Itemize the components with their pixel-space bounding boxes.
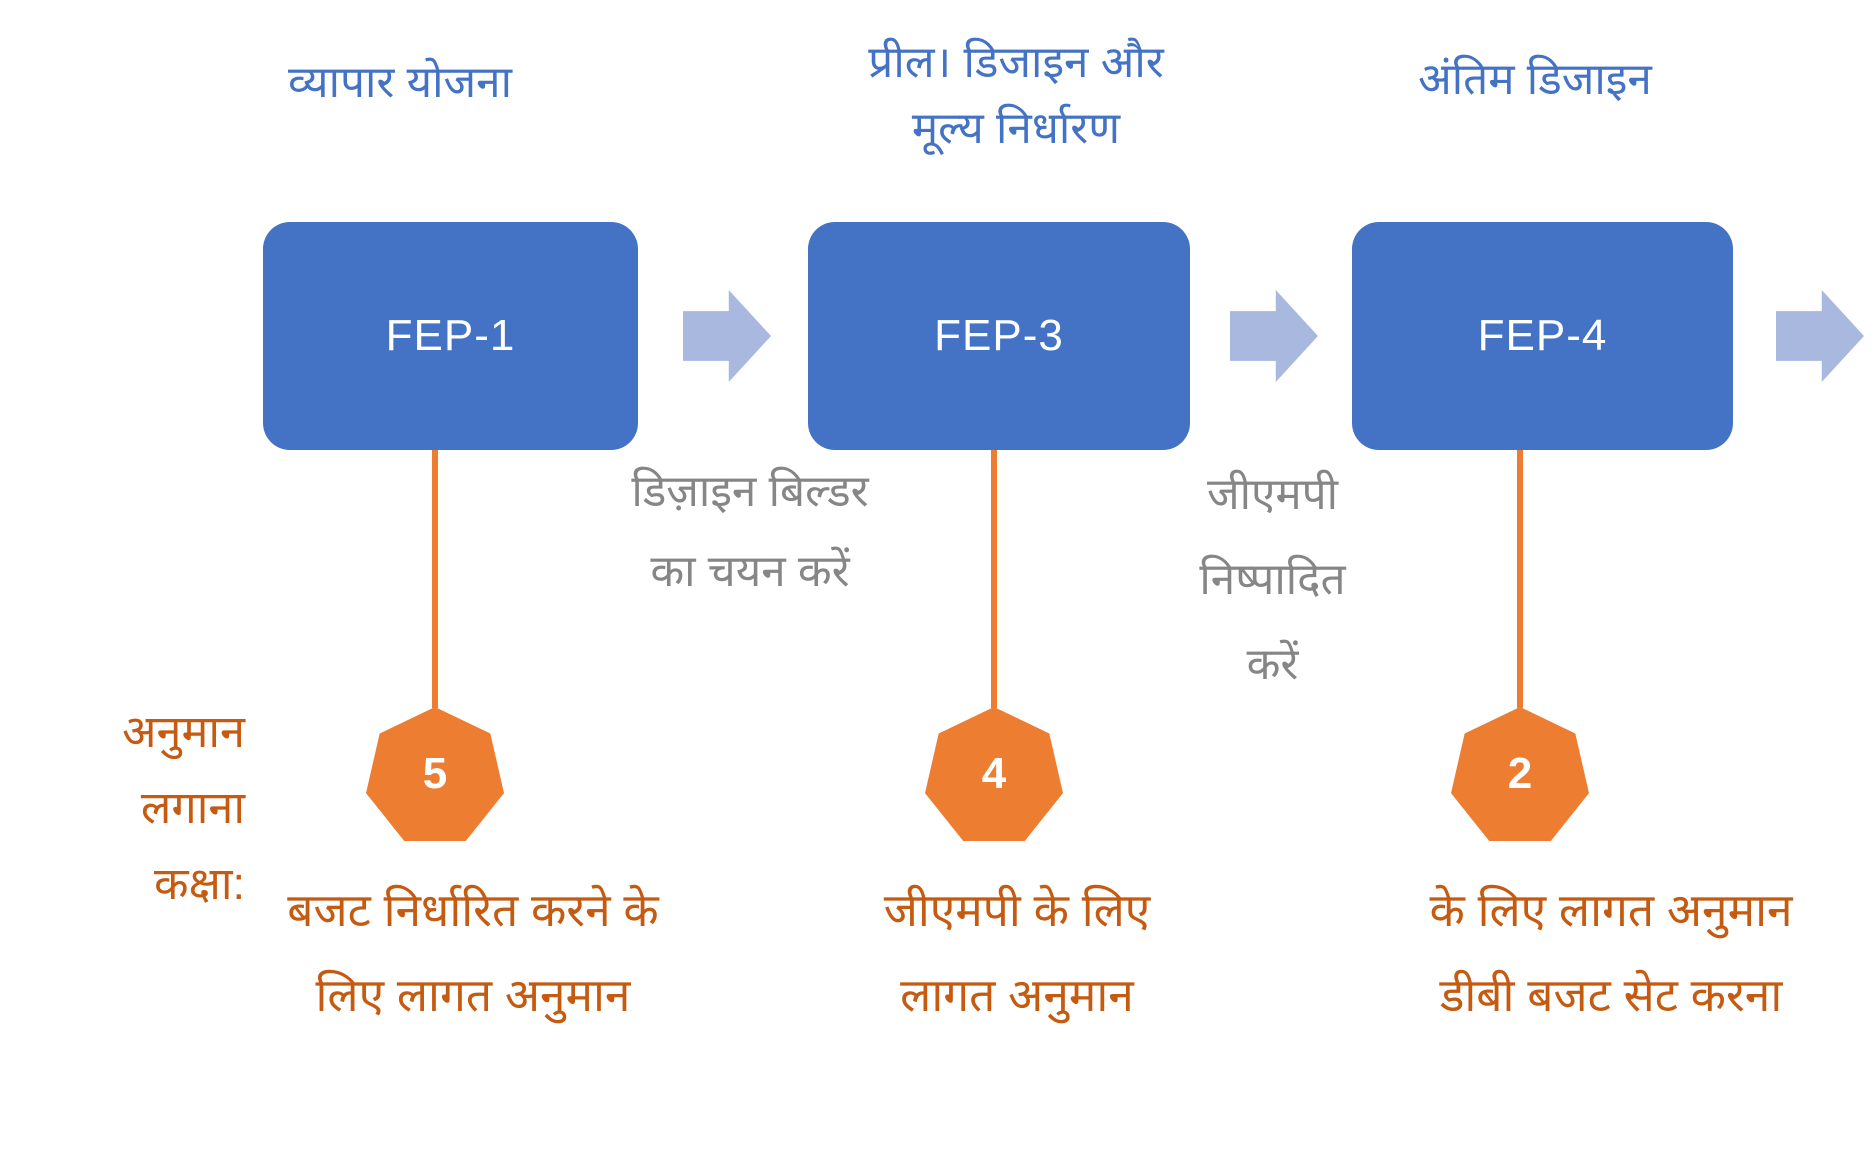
estimate-class-badge-heptagon: 2	[1451, 707, 1589, 841]
header-final-design: अंतिम डिजाइन	[1285, 47, 1785, 113]
caption-gmp-cost-estimate: जीएमपी के लिए लागत अनुमान	[717, 868, 1317, 1038]
header-business-plan: व्यापार योजना	[150, 50, 650, 116]
badge-number: 2	[1507, 749, 1533, 798]
connector-line	[1517, 450, 1523, 708]
note-line: जीएमपी	[1206, 470, 1339, 519]
caption-line: लागत अनुमान	[900, 969, 1134, 1021]
estimate-class-badge-heptagon: 4	[925, 707, 1063, 841]
badge-number: 5	[422, 749, 448, 798]
caption-line: डीबी बजट सेट करना	[1439, 969, 1783, 1021]
flow-arrow-icon	[1776, 290, 1864, 382]
flow-arrow-icon	[1230, 290, 1318, 382]
note-line: डिज़ाइन बिल्डर	[631, 467, 869, 516]
header-line: व्यापार योजना	[288, 58, 512, 107]
side-label-estimate-class: अनुमान लगाना कक्षा:	[30, 694, 245, 922]
note-line: निष्पादित	[1199, 555, 1346, 604]
fep-4-box: FEP-4	[1352, 222, 1733, 450]
box-label: FEP-1	[385, 311, 516, 360]
note-execute-gmp: जीएमपी निष्पादित करें	[1100, 452, 1445, 707]
estimate-class-badge-heptagon: 5	[366, 707, 504, 841]
flow-arrow-icon	[683, 290, 771, 382]
side-label-line: अनुमान	[122, 706, 245, 757]
header-line: मूल्य निर्धारण	[911, 104, 1121, 153]
box-label: FEP-4	[1477, 311, 1608, 360]
header-line: अंतिम डिजाइन	[1418, 55, 1652, 104]
fep-1-box: FEP-1	[263, 222, 638, 450]
caption-line: के लिए लागत अनुमान	[1429, 884, 1793, 936]
caption-db-budget-cost-estimate: के लिए लागत अनुमान डीबी बजट सेट करना	[1356, 868, 1866, 1038]
side-label-line: कक्षा:	[154, 858, 245, 909]
note-select-design-builder: डिज़ाइन बिल्डर का चयन करें	[545, 452, 955, 612]
caption-line: जीएमपी के लिए	[883, 884, 1151, 936]
caption-budget-cost-estimate: बजट निर्धारित करने के लिए लागत अनुमान	[173, 868, 773, 1038]
badge-number: 4	[981, 749, 1007, 798]
connector-line	[991, 450, 997, 708]
side-label-line: लगाना	[140, 782, 245, 833]
note-line: का चयन करें	[650, 547, 850, 596]
caption-line: लिए लागत अनुमान	[315, 969, 631, 1021]
caption-line: बजट निर्धारित करने के	[287, 884, 659, 936]
header-line: प्रील। डिजाइन और	[868, 38, 1164, 87]
connector-line	[432, 450, 438, 708]
note-line: करें	[1246, 640, 1299, 689]
box-label: FEP-3	[934, 311, 1064, 360]
fep-3-box: FEP-3	[808, 222, 1190, 450]
header-prelim-design-pricing: प्रील। डिजाइन और मूल्य निर्धारण	[766, 30, 1266, 162]
